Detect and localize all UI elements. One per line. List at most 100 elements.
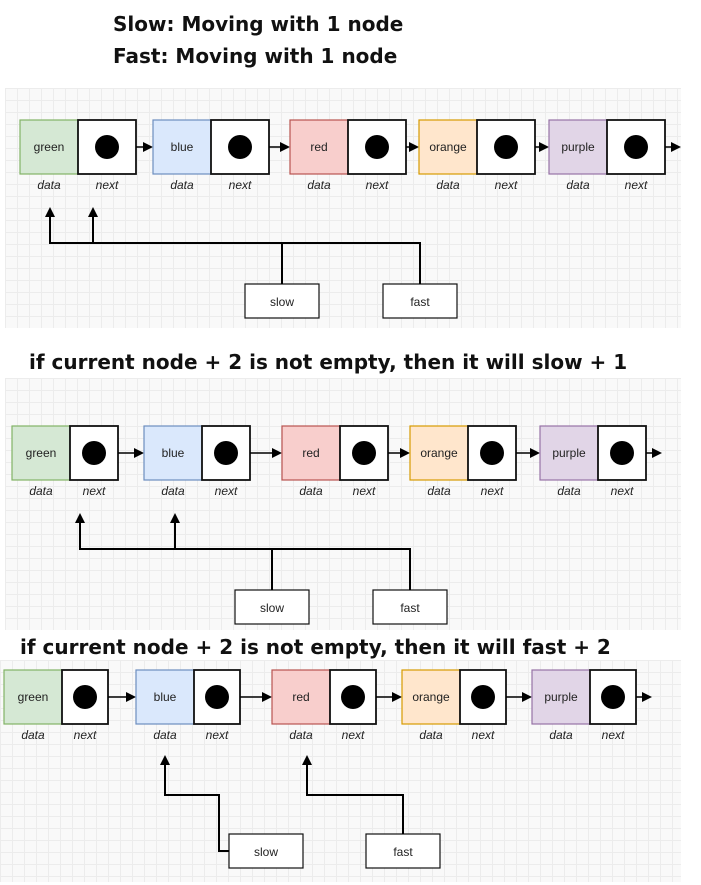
- next-label: next: [602, 728, 625, 742]
- node-purple-pointer-dot: [601, 685, 625, 709]
- slow-pointer-label: slow: [260, 601, 284, 615]
- slow-pointer-box: [244, 283, 320, 319]
- node-blue-data-cell: [152, 119, 212, 175]
- node-red-pointer-dot: [352, 441, 376, 465]
- fast-connector: [306, 765, 404, 834]
- data-label: data: [170, 178, 194, 192]
- node-green-value: green: [26, 446, 57, 460]
- node-purple-data-cell: [539, 425, 599, 481]
- node-blue-data-cell: [135, 669, 195, 725]
- link-arrowhead: [143, 142, 153, 152]
- node-green-data-cell: [11, 425, 71, 481]
- fast-pointer-box: [372, 589, 448, 625]
- link-arrowhead: [262, 692, 272, 702]
- slow-arrowhead: [75, 513, 85, 523]
- pointer-connector: [79, 523, 411, 590]
- node-orange-data-cell: [409, 425, 469, 481]
- next-label: next: [74, 728, 97, 742]
- fast-arrowhead: [302, 755, 312, 765]
- node-blue-pointer-dot: [228, 135, 252, 159]
- link-arrowhead: [671, 142, 681, 152]
- node-green-pointer-dot: [95, 135, 119, 159]
- node-red-next-cell: [347, 119, 407, 175]
- next-label: next: [83, 484, 106, 498]
- data-label: data: [566, 178, 590, 192]
- slow-pointer-box: [234, 589, 310, 625]
- node-green-data-cell: [3, 669, 63, 725]
- data-label: data: [289, 728, 313, 742]
- data-label: data: [299, 484, 323, 498]
- link-arrowhead: [272, 448, 282, 458]
- data-label: data: [161, 484, 185, 498]
- node-red-value: red: [302, 446, 319, 460]
- node-blue-value: blue: [171, 140, 194, 154]
- link-arrowhead: [652, 448, 662, 458]
- node-purple-value: purple: [544, 690, 578, 704]
- node-orange-pointer-dot: [494, 135, 518, 159]
- link-arrowhead: [400, 448, 410, 458]
- node-purple-value: purple: [552, 446, 586, 460]
- fast-arrowhead: [170, 513, 180, 523]
- data-label: data: [549, 728, 573, 742]
- next-label: next: [215, 484, 238, 498]
- node-green-value: green: [34, 140, 65, 154]
- data-label: data: [557, 484, 581, 498]
- node-orange-value: orange: [420, 446, 458, 460]
- slow-arrowhead: [160, 755, 170, 765]
- slow-pointer-label: slow: [270, 295, 294, 309]
- next-label: next: [206, 728, 229, 742]
- next-label: next: [229, 178, 252, 192]
- node-red-pointer-dot: [341, 685, 365, 709]
- next-label: next: [353, 484, 376, 498]
- node-orange-value: orange: [429, 140, 467, 154]
- next-label: next: [472, 728, 495, 742]
- link-arrowhead: [539, 142, 549, 152]
- data-label: data: [21, 728, 45, 742]
- node-blue-value: blue: [162, 446, 185, 460]
- node-green-value: green: [18, 690, 49, 704]
- node-red-value: red: [310, 140, 327, 154]
- node-orange-pointer-dot: [480, 441, 504, 465]
- header-line-slow: Slow: Moving with 1 node: [113, 12, 404, 36]
- node-orange-data-cell: [418, 119, 478, 175]
- next-label: next: [481, 484, 504, 498]
- node-purple-data-cell: [548, 119, 608, 175]
- node-green-pointer-dot: [82, 441, 106, 465]
- caption-step-2: if current node + 2 is not empty, then i…: [20, 635, 611, 659]
- node-blue-pointer-dot: [205, 685, 229, 709]
- data-label: data: [419, 728, 443, 742]
- node-orange-next-cell: [459, 669, 507, 725]
- data-label: data: [37, 178, 61, 192]
- link-arrowhead: [392, 692, 402, 702]
- slow-connector: [164, 765, 229, 852]
- caption-step-1: if current node + 2 is not empty, then i…: [29, 350, 628, 374]
- node-purple-value: purple: [561, 140, 595, 154]
- slow-arrowhead: [45, 207, 55, 217]
- next-label: next: [366, 178, 389, 192]
- fast-pointer-box: [382, 283, 458, 319]
- next-label: next: [495, 178, 518, 192]
- link-arrowhead: [134, 448, 144, 458]
- slow-pointer-label: slow: [254, 845, 278, 859]
- node-orange-data-cell: [401, 669, 461, 725]
- fast-arrowhead: [88, 207, 98, 217]
- data-label: data: [307, 178, 331, 192]
- node-purple-pointer-dot: [610, 441, 634, 465]
- node-red-pointer-dot: [365, 135, 389, 159]
- header-line-fast: Fast: Moving with 1 node: [113, 44, 398, 68]
- diagram-panel-2: [5, 378, 681, 630]
- fast-pointer-label: fast: [410, 295, 430, 309]
- next-label: next: [342, 728, 365, 742]
- data-label: data: [427, 484, 451, 498]
- pointer-connector: [49, 217, 421, 284]
- link-arrowhead: [522, 692, 532, 702]
- link-arrowhead: [126, 692, 136, 702]
- node-red-data-cell: [289, 119, 349, 175]
- node-orange-pointer-dot: [471, 685, 495, 709]
- next-label: next: [625, 178, 648, 192]
- fast-pointer-label: fast: [393, 845, 413, 859]
- node-blue-pointer-dot: [214, 441, 238, 465]
- data-label: data: [153, 728, 177, 742]
- link-arrowhead: [280, 142, 290, 152]
